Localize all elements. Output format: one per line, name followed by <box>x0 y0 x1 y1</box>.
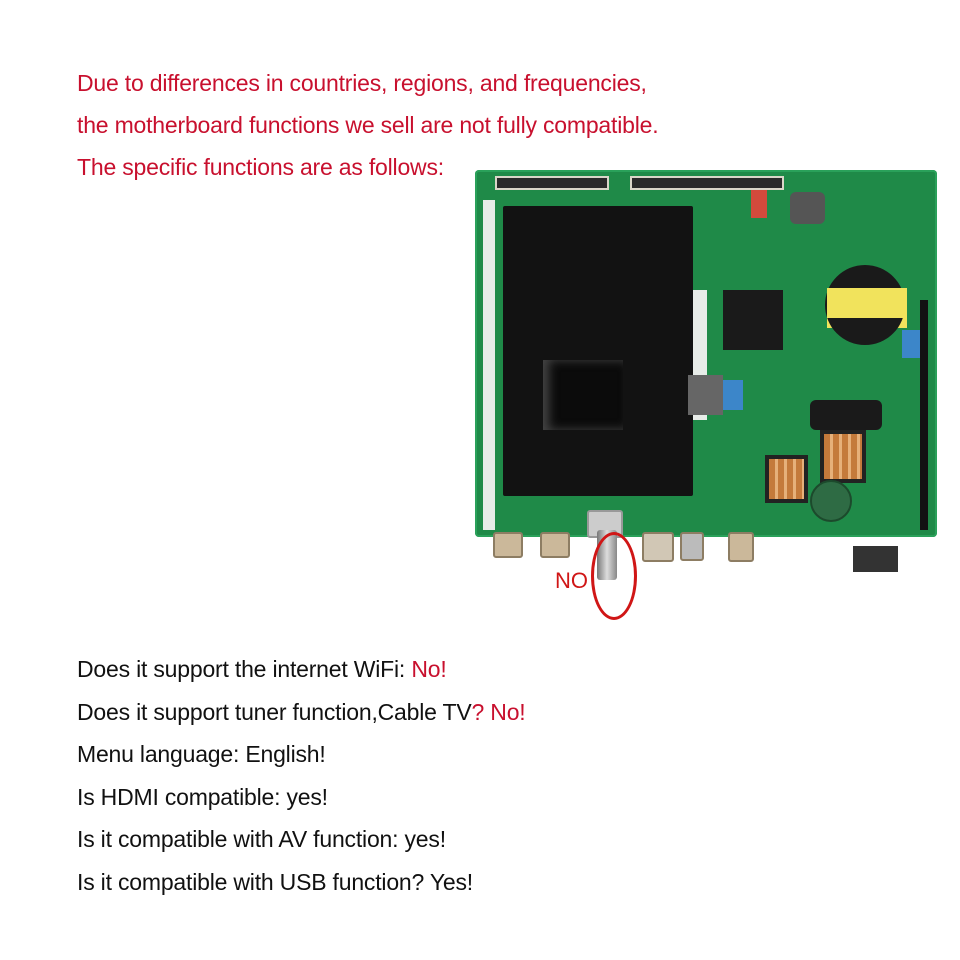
inductor <box>790 192 825 224</box>
notice-line-2: the motherboard functions we sell are no… <box>77 112 659 138</box>
usb-port <box>728 532 754 562</box>
heatsink-rail <box>920 300 928 530</box>
answer-no: No! <box>411 656 447 682</box>
av-port <box>680 532 704 561</box>
heatsink <box>723 290 783 350</box>
compatibility-notice: Due to differences in countries, regions… <box>77 62 659 188</box>
x-capacitor <box>723 380 743 410</box>
hdmi-port <box>540 532 570 558</box>
answer-no: ? No! <box>471 698 526 725</box>
faq-tuner: Does it support tuner function,Cable TV?… <box>77 698 526 725</box>
fuse <box>751 190 767 218</box>
ethernet-port <box>642 532 674 562</box>
lvds-connector <box>495 176 609 190</box>
notice-line-1: Due to differences in countries, regions… <box>77 70 647 96</box>
feature-list: Does it support the internet WiFi: No! D… <box>77 648 526 903</box>
board-edge <box>483 200 495 530</box>
faq-av: Is it compatible with AV function: yes! <box>77 826 446 852</box>
hdmi-port <box>493 532 523 558</box>
soc-heatsink <box>543 360 623 430</box>
notice-line-3: The specific functions are as follows: <box>77 154 444 180</box>
power-connector <box>853 546 898 572</box>
faq-menu-language: Menu language: English! <box>77 741 326 767</box>
common-mode-choke <box>765 455 808 503</box>
motherboard-image <box>475 170 937 580</box>
faq-hdmi: Is HDMI compatible: yes! <box>77 783 328 810</box>
no-callout-label: NO <box>555 568 588 593</box>
capacitor <box>810 400 882 430</box>
varistor <box>810 480 852 522</box>
inductor <box>688 375 723 415</box>
lvds-connector <box>630 176 784 190</box>
transformer-label <box>827 288 907 318</box>
common-mode-choke <box>820 430 866 483</box>
highlight-circle <box>591 532 637 620</box>
heatshield <box>503 206 693 496</box>
faq-usb: Is it compatible with USB function? Yes! <box>77 868 473 895</box>
faq-wifi: Does it support the internet WiFi: No! <box>77 656 447 682</box>
